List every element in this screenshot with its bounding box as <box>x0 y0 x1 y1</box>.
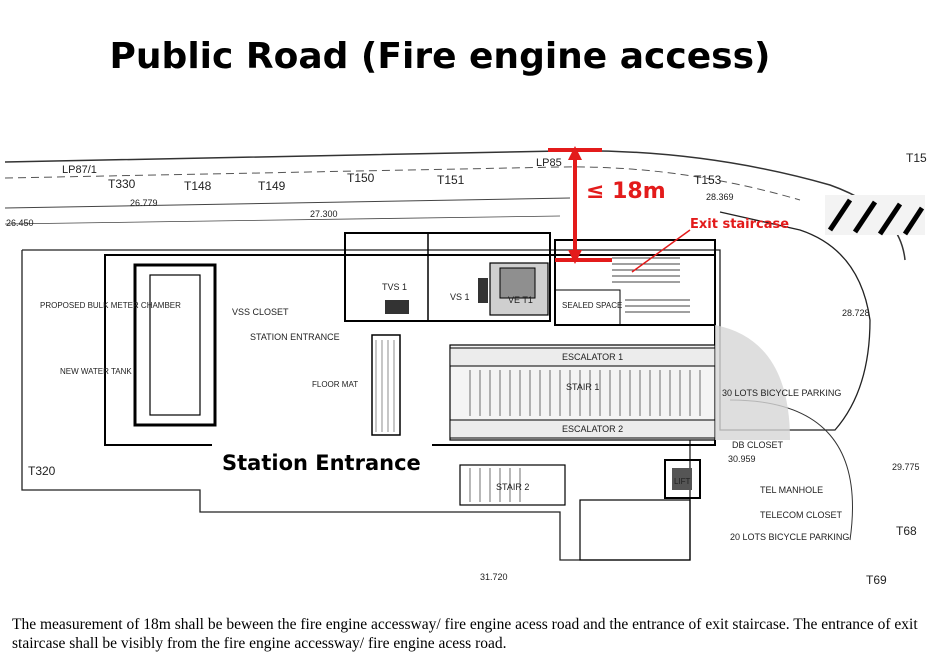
label-t69: T69 <box>866 573 887 587</box>
label-t149: T149 <box>258 179 286 193</box>
label-t153: T153 <box>694 173 722 187</box>
exit-staircase-label: Exit staircase <box>690 217 789 232</box>
label-lift: LIFT <box>674 477 691 486</box>
label-floor-mat: FLOOR MAT <box>312 380 358 389</box>
exit-staircase-block <box>554 239 716 326</box>
label-ve-t1: VE T1 <box>508 295 533 305</box>
label-sealed-space: SEALED SPACE <box>562 301 622 310</box>
label-escalator-2: ESCALATOR 2 <box>562 424 623 434</box>
label-level-28728: 28.728 <box>842 308 870 318</box>
label-level-29775: 29.775 <box>892 462 920 472</box>
label-stair-2: STAIR 2 <box>496 482 529 492</box>
floor-plan: LP87/1 LP85 T330 T148 T149 T150 T151 T15… <box>4 146 927 587</box>
column-strip-hatch <box>375 340 395 432</box>
vertical-column-strip <box>371 334 401 436</box>
label-lp85: LP85 <box>536 157 562 169</box>
ve-t1-core <box>499 267 536 299</box>
lower-annex <box>579 499 691 561</box>
label-level-26779: 26.779 <box>130 198 158 208</box>
plant-room-block <box>344 232 551 322</box>
stair-1-treads <box>469 370 701 416</box>
label-lp87: LP87/1 <box>62 164 97 176</box>
label-t15: T15 <box>906 151 927 165</box>
label-level-28369: 28.369 <box>706 192 734 202</box>
road-edge-line <box>4 215 561 225</box>
label-t330: T330 <box>108 177 136 191</box>
plan-labels: LP87/1 LP85 T330 T148 T149 T150 T151 T15… <box>6 151 927 587</box>
page-title: Public Road (Fire engine access) <box>109 36 771 77</box>
distance-label: ≤ 18m <box>586 179 666 204</box>
station-entrance-label: Station Entrance <box>222 451 421 475</box>
exit-staircase-leader <box>631 229 691 273</box>
caption: The measurement of 18m shall be beween t… <box>12 616 918 652</box>
stair-2-block <box>459 464 566 506</box>
vs1-fan <box>478 278 488 303</box>
label-escalator-1: ESCALATOR 1 <box>562 352 623 362</box>
label-t150: T150 <box>347 171 375 185</box>
tvs1-fan <box>385 300 409 314</box>
road-dashed-line <box>4 166 801 201</box>
label-level-31720: 31.720 <box>480 572 508 582</box>
exit-stair-treads <box>612 257 690 313</box>
left-shaft <box>133 263 217 427</box>
label-t68: T68 <box>896 524 917 538</box>
left-shaft-inner <box>149 274 201 416</box>
label-bicycle-30: 30 LOTS BICYCLE PARKING <box>722 388 841 398</box>
lift-core <box>664 459 701 499</box>
sealed-space <box>554 289 621 326</box>
label-vs1: VS 1 <box>450 292 470 302</box>
label-tvs1: TVS 1 <box>382 282 407 292</box>
label-db-closet: DB CLOSET <box>732 440 784 450</box>
label-level-30959: 30.959 <box>728 454 756 464</box>
station-entrance-label-bg <box>212 440 432 478</box>
label-level-26450: 26.450 <box>6 218 34 228</box>
lift-box <box>672 468 692 490</box>
label-telecom-closet: TELECOM CLOSET <box>760 510 843 520</box>
label-t151: T151 <box>437 173 465 187</box>
label-water-tank: NEW WATER TANK <box>60 367 132 376</box>
label-t320: T320 <box>28 464 56 478</box>
label-level-27300: 27.300 <box>310 209 338 219</box>
hatched-area <box>825 195 925 236</box>
label-tel-manhole: TEL MANHOLE <box>760 485 823 495</box>
label-stair-1: STAIR 1 <box>566 382 599 392</box>
label-station-entrance-small: STATION ENTRANCE <box>250 332 340 342</box>
road-edge-line <box>4 197 571 209</box>
distance-arrow-up <box>568 146 582 160</box>
paving-area <box>715 325 790 440</box>
distance-arrow-down <box>568 250 582 264</box>
label-bicycle-20: 20 LOTS BICYCLE PARKING <box>730 532 849 542</box>
stair-2-treads <box>469 468 521 502</box>
label-t148: T148 <box>184 179 212 193</box>
label-vss-closet: VSS CLOSET <box>232 307 289 317</box>
label-bulk-meter: PROPOSED BULK METER CHAMBER <box>40 301 181 310</box>
